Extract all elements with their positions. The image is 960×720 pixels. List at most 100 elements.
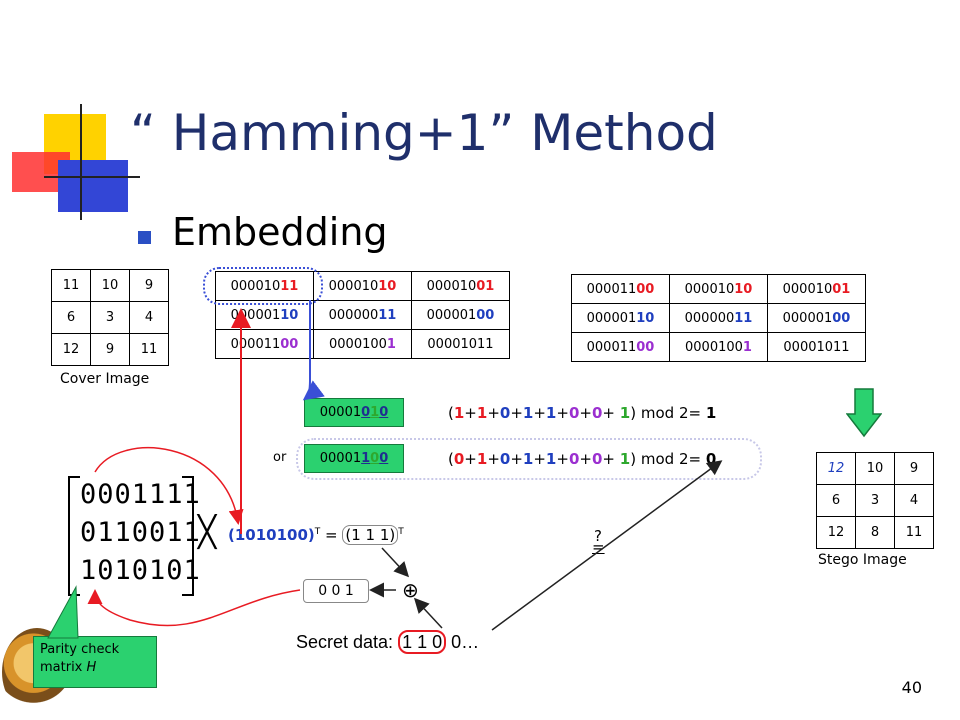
red-curve-xor-to-matrix [87,589,301,627]
formula-char: d [664,404,675,422]
table-cell: 3 [90,301,130,334]
binary-cell: 00001001 [669,332,768,362]
binary-highlight: 00 [636,339,655,355]
formula-char: 0 [453,450,465,468]
table-cell: 9 [129,269,169,302]
candidate-bit: 0 [361,405,371,420]
black-arrow-secret-xor [413,597,443,629]
table-cell: 6 [51,301,91,334]
table-cell: 4 [129,301,169,334]
binary-prefix: 0000100 [685,339,743,355]
candidate-prefix: 00001 [319,451,362,466]
formula-char: 1 [522,404,534,422]
parity-formula-first: (1+1+0+1+1+0+0+ 1) mod 2= 1 [448,404,716,422]
formula-char: 1 [545,450,557,468]
formula-char: + [487,404,500,422]
binary-prefix: 00001011 [427,336,494,352]
equals-sign: = [320,526,343,544]
xor-icon: ⊕ [402,578,419,602]
formula-char: ) [630,450,637,468]
multiply-symbol: ╳ [198,515,217,550]
binary-highlight: 11 [280,278,299,294]
binary-cell: 00001001 [411,271,510,301]
binary-cell: 00001010 [313,271,412,301]
or-label: or [273,450,287,465]
table-cell: 9 [894,452,934,485]
binary-cell: 00001011 [411,329,510,359]
binary-prefix: 000001 [230,307,281,323]
formula-char: 1 [522,450,534,468]
binary-prefix: 0000100 [329,336,387,352]
matrix-row: 0110011 [80,517,201,548]
black-arrow-secret-formula [491,460,723,631]
table-cell: 11 [129,333,169,366]
formula-char: 0 [591,450,603,468]
binary-prefix: 000011 [586,281,637,297]
syndrome-expression: (1010100)T = (1 1 1)T [228,525,404,545]
binary-cell: 00001010 [669,274,768,304]
binary-cell: 00001011 [767,332,866,362]
binary-highlight: 10 [378,278,397,294]
formula-char: + [533,404,546,422]
table-cell: 6 [816,484,856,517]
parity-formula-second: (0+1+0+1+1+0+0+ 1) mod 2= 0 [448,450,716,468]
decor-horizontal-line [44,176,140,178]
bullet-icon [138,231,151,244]
candidate-bit: 1 [370,405,380,420]
formula-char: 0 [591,404,603,422]
binary-cell: 00001011 [215,271,314,301]
formula-char: o [655,450,665,468]
binary-prefix: 000011 [230,336,281,352]
formula-char: + [579,450,592,468]
candidate-first: 00001010 [304,398,404,427]
formula-char: 1 [705,404,717,422]
binary-highlight: 00 [476,307,495,323]
cover-image-caption: Cover Image [60,371,150,387]
binary-prefix: 000010 [782,281,833,297]
vector-expression: (1010100) [228,526,315,544]
formula-char: m [640,450,656,468]
binary-prefix: 000010 [230,278,281,294]
formula-char: = [688,450,702,468]
table-cell: 10 [90,269,130,302]
binary-highlight: 01 [832,281,851,297]
binary-cell: 00001100 [571,274,670,304]
formula-char: 0 [499,404,511,422]
binary-prefix: 00001011 [783,339,850,355]
binary-highlight: 11 [734,310,753,326]
binary-highlight: 00 [636,281,655,297]
binary-cell: 00000100 [411,300,510,330]
formula-char: = [688,404,702,422]
binary-cell: 00000110 [571,303,670,333]
slide-title: “ Hamming+1” Method [130,104,718,162]
binary-cell: 00000011 [313,300,412,330]
binary-prefix: 000010 [684,281,735,297]
binary-cell: 00000011 [669,303,768,333]
formula-char: o [655,404,665,422]
candidate-bit: 0 [370,451,380,466]
callout-line2-text: matrix [40,660,87,675]
binary-prefix: 000010 [426,278,477,294]
binary-cell: 00001100 [215,329,314,359]
candidate-bit: 1 [361,451,371,466]
xor-result: 0 0 1 [303,579,369,603]
binary-cell: 00000100 [767,303,866,333]
candidate-prefix: 00001 [319,405,362,420]
binary-prefix: 000000 [328,307,379,323]
matrix-right-bracket [182,476,194,596]
formula-char: 1 [453,404,465,422]
slide-subtitle: Embedding [172,210,388,254]
formula-char: ( [448,450,454,468]
page-number: 40 [901,678,922,697]
formula-char: 2 [678,450,689,468]
matrix-row: 1010101 [80,555,201,586]
secret-data-line: Secret data: 1 1 0 0… [296,630,479,654]
